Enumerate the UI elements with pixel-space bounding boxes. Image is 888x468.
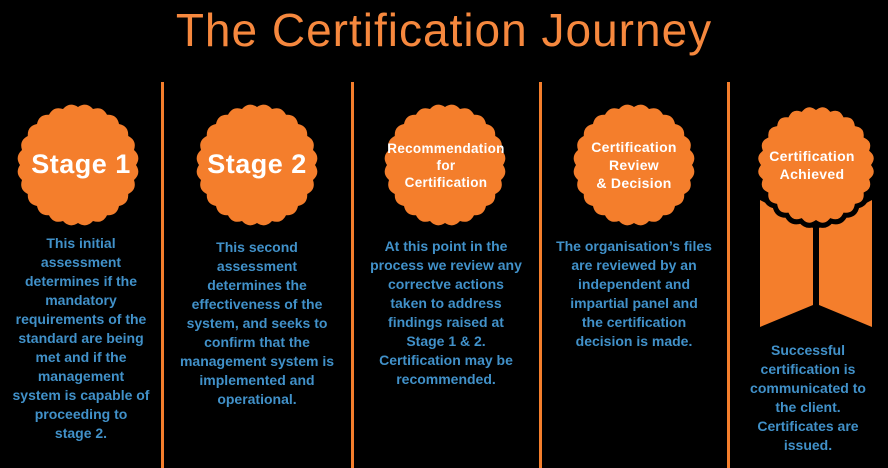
column-divider [351,82,354,468]
recommendation-badge: Recommendation for Certification [352,78,540,252]
column-divider [539,82,542,468]
stage-description: This second assessment determines the ef… [179,239,335,407]
stage-description: At this point in the process we review a… [370,238,522,387]
page-title: The Certification Journey [175,4,713,56]
stage1-badge: Stage 1 [0,78,162,252]
badge-label: Recommendation for Certification [387,140,505,190]
stage2-badge: Stage 2 [162,78,352,252]
badge-label: Certification Achieved [769,148,855,182]
badge-label: Stage 2 [207,149,307,180]
stage-description: This initial assessment determines if th… [12,235,150,441]
stage-column-4: Certification Review & Decision The orga… [540,0,728,468]
rosette-badge-icon [196,104,318,226]
stage-column-2: Stage 2 This second assessment determine… [162,0,352,468]
column-divider [727,82,730,468]
badge-label: Certification Review & Decision [591,139,677,191]
award-ribbon-icon [753,102,879,327]
review-decision-badge: Certification Review & Decision [540,78,728,252]
stage-description: Successful certification is communicated… [750,342,866,453]
rosette-badge-icon [384,104,506,226]
badge-label: Stage 1 [31,149,131,180]
stage-column-1: Stage 1 This initial assessment determin… [0,0,162,468]
stage-column-3: Recommendation for Certification At this… [352,0,540,468]
rosette-badge-icon [17,104,139,226]
ribbon-tail-right [819,200,872,327]
column-divider [161,82,164,468]
ribbon-tail-left [760,200,813,327]
stage-column-5: Certification Achieved Successful certif… [728,0,888,468]
certification-achieved-badge: Certification Achieved [728,78,888,327]
rosette-badge-icon [573,104,695,226]
stage-description: The organisation’s files are reviewed by… [556,238,712,349]
